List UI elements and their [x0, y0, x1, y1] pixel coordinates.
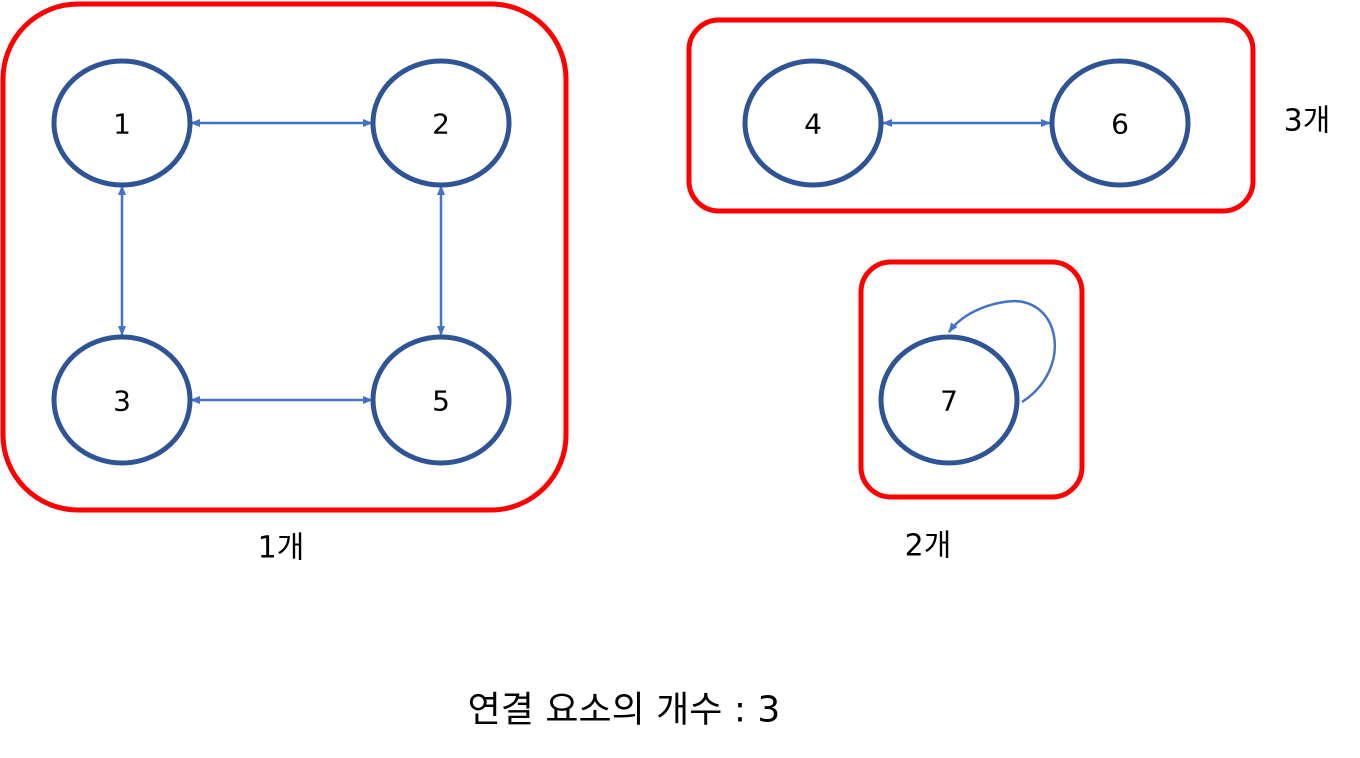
node-4-label: 4 [804, 108, 822, 141]
node-3-label: 3 [113, 385, 131, 418]
components-count-caption: 연결 요소의 개수 : 3 [468, 690, 781, 731]
node-1: 1 [51, 58, 193, 188]
node-2: 2 [370, 58, 512, 188]
node-6-label: 6 [1111, 108, 1129, 141]
group-box-component-2 [858, 259, 1085, 500]
group-box-component-1 [0, 1, 569, 513]
node-5-circle [370, 334, 512, 466]
node-7: 7 [878, 334, 1020, 466]
node-2-circle [370, 58, 512, 188]
node-6: 6 [1049, 58, 1191, 188]
node-4: 4 [742, 58, 884, 188]
node-7-label: 7 [940, 385, 958, 418]
edge-7-self-loop [947, 299, 1056, 404]
node-5: 5 [370, 334, 512, 466]
node-4-circle [742, 58, 884, 188]
node-5-label: 5 [432, 385, 450, 418]
node-2-label: 2 [432, 108, 450, 141]
node-7-circle [878, 334, 1020, 466]
node-1-label: 1 [113, 108, 131, 141]
count-label-component-1: 1개 [258, 531, 305, 566]
group-box-component-3 [686, 17, 1256, 214]
node-1-circle [51, 58, 193, 188]
count-label-component-2: 2개 [905, 529, 952, 564]
count-label-component-3: 3개 [1284, 104, 1331, 139]
node-6-circle [1049, 58, 1191, 188]
node-3-circle [51, 334, 193, 466]
node-3: 3 [51, 334, 193, 466]
